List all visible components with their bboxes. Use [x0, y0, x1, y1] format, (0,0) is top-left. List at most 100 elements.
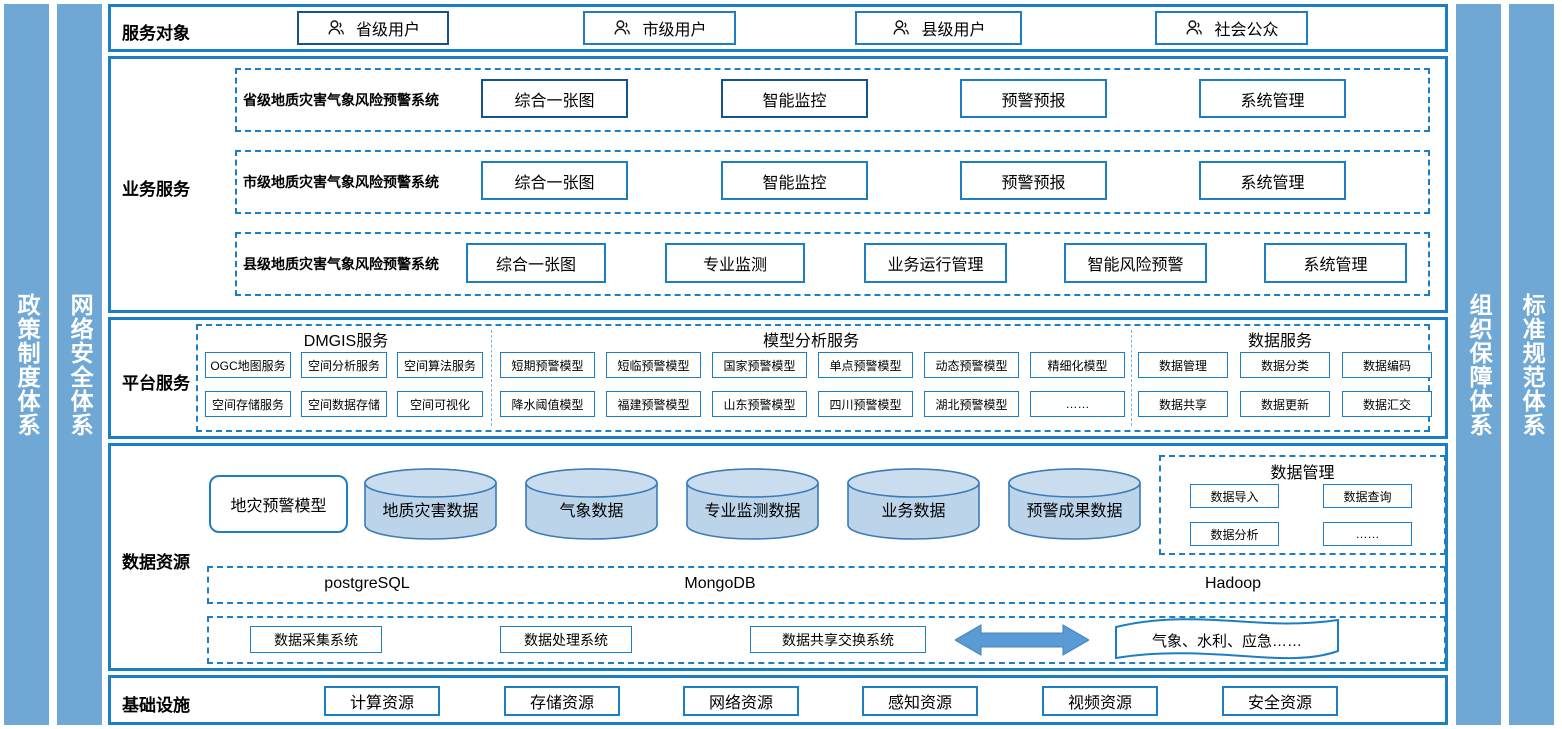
disaster-warning-model-box[interactable]: 地灾预警模型 [209, 475, 348, 533]
cylinder-warning-result-data-label: 预警成果数据 [1026, 502, 1123, 520]
data-exchange-group [207, 616, 1446, 664]
cylinder-geohazard-data-label: 地质灾害数据 [382, 502, 479, 520]
service-object-city-user[interactable]: 市级用户 [583, 11, 736, 45]
service-object-county-user[interactable]: 县级用户 [855, 11, 1022, 45]
data-management-item-3[interactable]: …… [1323, 522, 1412, 546]
service-object-public-user[interactable]: 社会公众 [1155, 11, 1308, 45]
dmgis-item-2[interactable]: 空间算法服务 [397, 352, 483, 378]
cylinder-geohazard-data[interactable]: 地质灾害数据 [364, 468, 497, 540]
business-city-item-1[interactable]: 智能监控 [721, 161, 868, 200]
business-county-item-0[interactable]: 综合一张图 [466, 243, 606, 283]
external-departments-wave[interactable]: 气象、水利、应急…… [1113, 618, 1341, 662]
model-item-5[interactable]: 精细化模型 [1030, 352, 1125, 378]
infrastructure-item-1[interactable]: 存储资源 [504, 686, 620, 716]
business-county-group [235, 232, 1430, 296]
person-icon [614, 20, 631, 35]
dataservice-item-1[interactable]: 数据分类 [1240, 352, 1330, 378]
dmgis-item-0[interactable]: OGC地图服务 [205, 352, 291, 378]
business-province-group [235, 68, 1430, 132]
cylinder-icon [847, 468, 980, 540]
service-object-province-user-label: 省级用户 [355, 22, 420, 39]
business-county-item-2[interactable]: 业务运行管理 [864, 243, 1007, 283]
model-item-8[interactable]: 山东预警模型 [712, 391, 807, 417]
dmgis-item-5[interactable]: 空间可视化 [397, 391, 483, 417]
service-object-public-user-label: 社会公众 [1214, 22, 1279, 39]
business-city-group [235, 150, 1430, 214]
data-management-item-1[interactable]: 数据查询 [1323, 484, 1412, 508]
model-item-6[interactable]: 降水阈值模型 [500, 391, 595, 417]
platform-service-layer-label: 平台服务 [122, 374, 190, 393]
business-province-item-3[interactable]: 系统管理 [1199, 79, 1346, 118]
dataservice-item-2[interactable]: 数据编码 [1342, 352, 1432, 378]
database-mongodb: MongoDB [684, 575, 756, 592]
service-object-layer-label: 服务对象 [122, 24, 190, 43]
network-security-pillar-label: 网络安全体系 [67, 292, 94, 437]
business-city-item-2[interactable]: 预警预报 [960, 161, 1107, 200]
infrastructure-item-3[interactable]: 感知资源 [862, 686, 978, 716]
dataservice-item-0[interactable]: 数据管理 [1138, 352, 1228, 378]
data-service-title: 数据服务 [1247, 333, 1312, 350]
business-county-item-1[interactable]: 专业监测 [665, 243, 805, 283]
business-province-item-0[interactable]: 综合一张图 [481, 79, 628, 118]
cylinder-icon [525, 468, 658, 540]
model-item-1[interactable]: 短临预警模型 [606, 352, 701, 378]
cylinder-warning-result-data[interactable]: 预警成果数据 [1008, 468, 1141, 540]
infrastructure-item-2[interactable]: 网络资源 [683, 686, 799, 716]
policy-system-pillar: 政策制度体系 [4, 4, 49, 725]
database-hadoop: Hadoop [1204, 575, 1262, 592]
data-management-item-0[interactable]: 数据导入 [1190, 484, 1279, 508]
data-collection-system[interactable]: 数据采集系统 [250, 626, 382, 653]
business-city-item-3[interactable]: 系统管理 [1199, 161, 1346, 200]
business-province-item-2[interactable]: 预警预报 [960, 79, 1107, 118]
dmgis-item-4[interactable]: 空间数据存储 [301, 391, 387, 417]
cylinder-business-data[interactable]: 业务数据 [847, 468, 980, 540]
business-city-item-0[interactable]: 综合一张图 [481, 161, 628, 200]
cylinder-icon [364, 468, 497, 540]
dmgis-item-1[interactable]: 空间分析服务 [301, 352, 387, 378]
data-management-title: 数据管理 [1270, 465, 1335, 482]
person-icon [328, 20, 344, 35]
model-item-4[interactable]: 动态预警模型 [924, 352, 1019, 378]
model-item-10[interactable]: 湖北预警模型 [924, 391, 1019, 417]
business-province-item-1[interactable]: 智能监控 [721, 79, 868, 118]
model-item-0[interactable]: 短期预警模型 [500, 352, 595, 378]
business-county-item-4[interactable]: 系统管理 [1264, 243, 1407, 283]
cylinder-professional-monitoring-data[interactable]: 专业监测数据 [686, 468, 819, 540]
business-county-item-3[interactable]: 智能风险预警 [1064, 243, 1207, 283]
infrastructure-item-4[interactable]: 视频资源 [1042, 686, 1158, 716]
business-province-system-name: 省级地质灾害气象风险预警系统 [243, 92, 439, 108]
model-item-3[interactable]: 单点预警模型 [818, 352, 913, 378]
service-object-province-user[interactable]: 省级用户 [297, 11, 449, 45]
cylinder-meteorology-data[interactable]: 气象数据 [525, 468, 658, 540]
data-management-group [1159, 455, 1446, 555]
standard-specification-pillar-label: 标准规范体系 [1519, 292, 1546, 437]
dataservice-item-5[interactable]: 数据汇交 [1342, 391, 1432, 417]
model-item-7[interactable]: 福建预警模型 [606, 391, 701, 417]
person-icon [1186, 20, 1203, 35]
service-object-county-user-label: 县级用户 [921, 22, 986, 39]
cylinder-professional-monitoring-data-label: 专业监测数据 [704, 502, 801, 520]
service-object-city-user-label: 市级用户 [642, 22, 707, 39]
business-city-system-name: 市级地质灾害气象风险预警系统 [243, 174, 439, 190]
dmgis-service-title: DMGIS服务 [303, 333, 389, 350]
network-security-pillar: 网络安全体系 [57, 4, 102, 725]
infrastructure-item-5[interactable]: 安全资源 [1222, 686, 1338, 716]
database-postgresql: postgreSQL [324, 575, 410, 592]
business-county-system-name: 县级地质灾害气象风险预警系统 [243, 256, 439, 272]
dmgis-item-3[interactable]: 空间存储服务 [205, 391, 291, 417]
model-item-9[interactable]: 四川预警模型 [818, 391, 913, 417]
dataservice-item-3[interactable]: 数据共享 [1138, 391, 1228, 417]
data-management-item-2[interactable]: 数据分析 [1190, 522, 1279, 546]
model-item-11[interactable]: …… [1030, 391, 1125, 417]
platform-service-layer [108, 317, 1448, 439]
cylinder-business-data-label: 业务数据 [881, 502, 946, 520]
dataservice-item-4[interactable]: 数据更新 [1240, 391, 1330, 417]
infrastructure-layer-label: 基础设施 [122, 696, 190, 715]
data-sharing-exchange-system[interactable]: 数据共享交换系统 [750, 626, 926, 653]
external-departments-label: 气象、水利、应急…… [1151, 632, 1302, 650]
model-item-2[interactable]: 国家预警模型 [712, 352, 807, 378]
model-analysis-service-title: 模型分析服务 [762, 333, 859, 350]
infrastructure-item-0[interactable]: 计算资源 [324, 686, 440, 716]
data-processing-system[interactable]: 数据处理系统 [500, 626, 632, 653]
